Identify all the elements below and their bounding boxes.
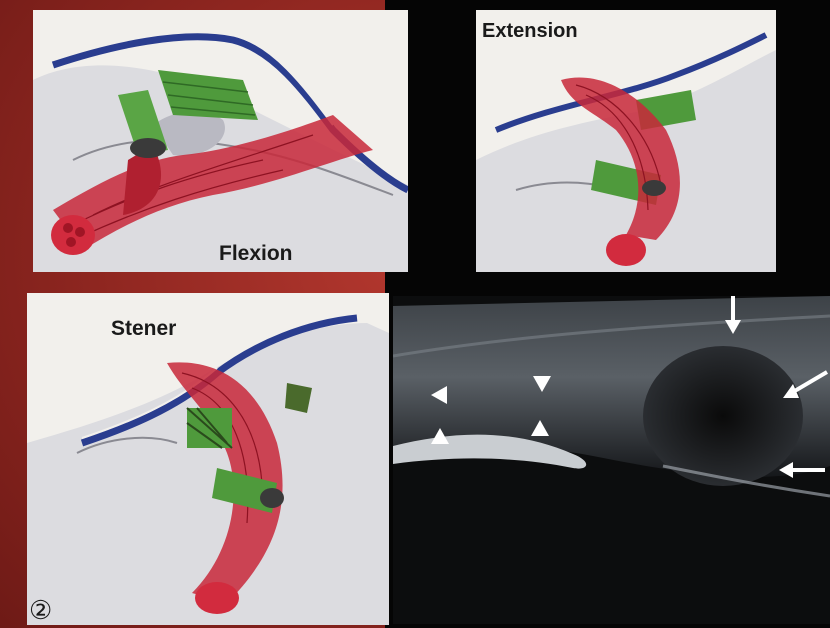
arrow-down-icon	[723, 296, 743, 338]
ultrasound-panel	[393, 296, 830, 624]
stener-panel: Stener ②	[27, 293, 389, 625]
extension-panel: Extension	[476, 10, 776, 272]
figure-number: ②	[29, 595, 52, 625]
flexion-illustration	[33, 10, 408, 272]
extension-label: Extension	[482, 20, 578, 43]
arrowhead-marker-1	[431, 386, 447, 404]
stener-illustration	[27, 293, 389, 625]
ultrasound-image	[393, 296, 830, 624]
arrowhead-marker-2	[431, 428, 449, 444]
arrow-diagonal-icon	[779, 368, 829, 404]
flexion-label: Flexion	[219, 242, 293, 266]
flexion-panel: Flexion	[33, 10, 408, 272]
extension-illustration	[476, 10, 776, 272]
stener-label: Stener	[111, 317, 176, 341]
arrowhead-marker-4	[531, 420, 549, 436]
arrow-left-icon	[777, 460, 827, 480]
arrowhead-marker-3	[533, 376, 551, 392]
